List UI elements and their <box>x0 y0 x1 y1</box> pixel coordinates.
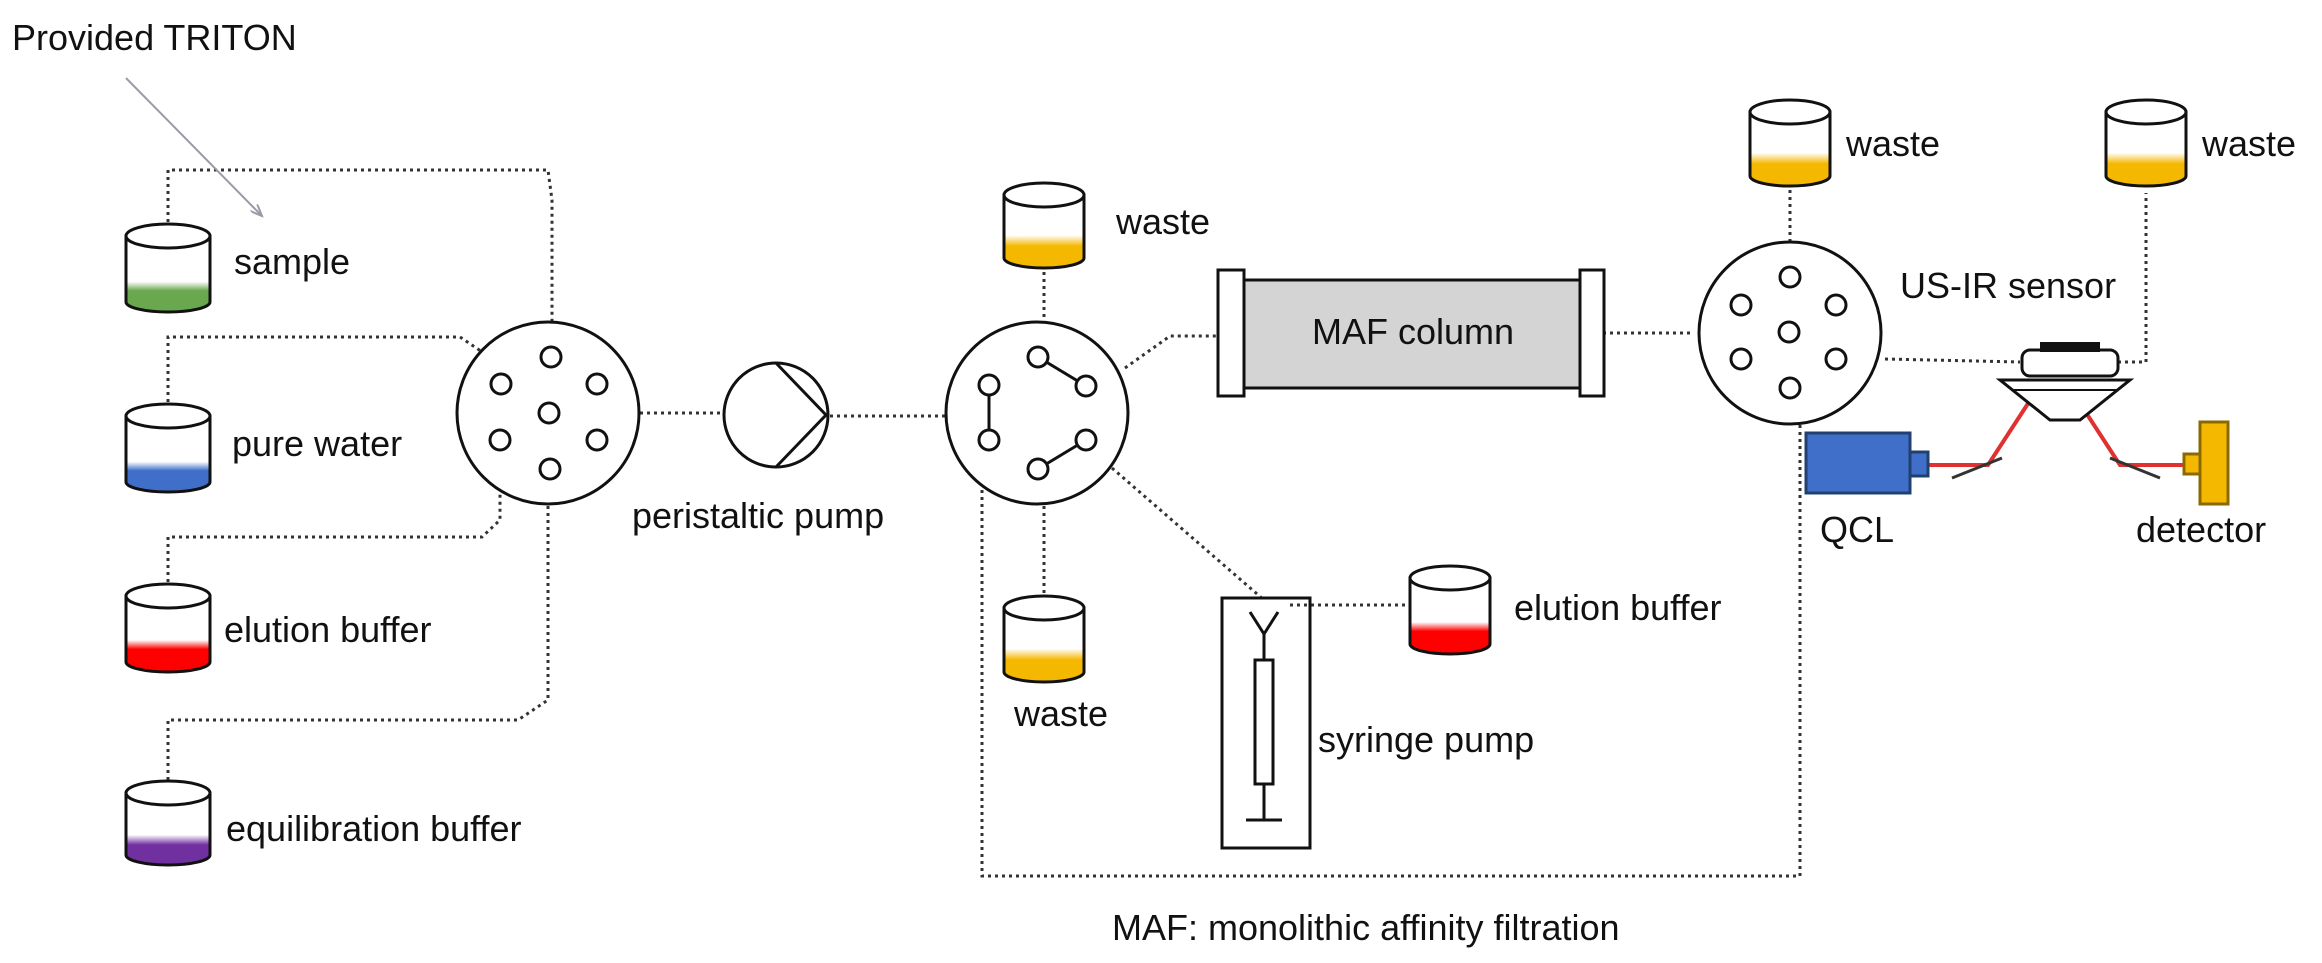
equilibration-buffer-container-icon <box>124 779 212 867</box>
footnote-label: MAF: monolithic affinity filtration <box>1112 907 1620 948</box>
waste-right-2: waste <box>2104 98 2296 188</box>
triton-label: Provided TRITON <box>12 17 297 58</box>
reservoir-elution-buffer-right: elution buffer <box>1408 564 1722 656</box>
sample-label: sample <box>234 241 350 282</box>
tube-valve2-to-column <box>1124 334 1218 370</box>
reservoir-sample: sample <box>124 222 350 314</box>
column-end-cap <box>1578 268 1606 398</box>
column-end-cap <box>1216 268 1246 398</box>
waste-container-icon <box>2104 98 2188 188</box>
tube-pure-water <box>166 335 498 402</box>
waste-right-1: waste <box>1748 98 1940 188</box>
qcl-label: QCL <box>1820 509 1894 550</box>
valve-port <box>1777 320 1801 344</box>
tubing <box>166 168 2148 878</box>
qcl-laser-icon <box>1804 431 1930 495</box>
sample-container-icon <box>124 222 212 314</box>
valve-port <box>977 428 1001 452</box>
waste-right-1-label: waste <box>1845 123 1940 164</box>
elution-buffer-container-icon <box>1408 564 1492 656</box>
selector-valve <box>455 320 641 506</box>
elution-buffer-container-icon <box>124 582 212 674</box>
valve-port <box>977 373 1001 397</box>
us-ir-sensor-label: US-IR sensor <box>1900 265 2116 306</box>
tube-valve2-to-syringe <box>1111 466 1265 602</box>
detector: detector <box>2136 420 2266 550</box>
reservoir-elution-buffer-left: elution buffer <box>124 582 432 674</box>
tube-sample <box>166 168 554 332</box>
us-ir-sensor <box>1995 342 2135 422</box>
detector-label: detector <box>2136 509 2266 550</box>
tube-return-loop <box>980 392 1802 878</box>
valve-port <box>489 372 513 396</box>
waste-top-mid-label: waste <box>1115 201 1210 242</box>
tube-sensor-to-waste <box>2118 193 2148 364</box>
tube-valve3-to-sensor <box>1884 357 2021 364</box>
waste-top-mid: waste <box>1002 181 1210 270</box>
tube-equilibration <box>166 484 550 780</box>
peristaltic-pump: peristaltic pump <box>632 361 884 536</box>
valve-port <box>1729 293 1753 317</box>
valve-port <box>539 345 563 369</box>
waste-bottom-mid: waste <box>1002 594 1108 734</box>
peristaltic-pump-label: peristaltic pump <box>632 495 884 536</box>
detector-icon <box>2182 420 2230 506</box>
pure-water-container-icon <box>124 402 212 494</box>
valve-port <box>585 372 609 396</box>
valve-port <box>488 428 512 452</box>
valve-port <box>585 428 609 452</box>
valve-port <box>538 457 562 481</box>
tube-elution-left <box>166 458 502 582</box>
valve-port <box>1778 376 1802 400</box>
reservoir-equilibration-buffer: equilibration buffer <box>124 779 522 867</box>
valve-port <box>1778 265 1802 289</box>
valve-port <box>1074 428 1098 452</box>
valve-port <box>1729 347 1753 371</box>
reservoir-pure-water: pure water <box>124 402 402 494</box>
valve-port <box>1824 347 1848 371</box>
syringe-icon <box>1220 596 1312 850</box>
elution-buffer-right-label: elution buffer <box>1514 587 1722 628</box>
waste-container-icon <box>1002 181 1086 270</box>
syringe-pump-label: syringe pump <box>1318 719 1534 760</box>
injection-valve <box>944 320 1130 506</box>
equilibration-buffer-label: equilibration buffer <box>226 808 522 849</box>
pump-icon <box>722 361 830 469</box>
maf-column: MAF column <box>1216 268 1606 398</box>
sensor-cell-icon <box>1995 342 2135 422</box>
valve-port <box>1026 345 1050 369</box>
valve-port <box>1824 293 1848 317</box>
maf-column-label: MAF column <box>1312 311 1514 352</box>
syringe-pump: syringe pump <box>1220 596 1534 850</box>
waste-right-2-label: waste <box>2201 123 2296 164</box>
qcl: QCL <box>1804 431 1930 550</box>
valve-port <box>1026 457 1050 481</box>
waste-container-icon <box>1002 594 1086 684</box>
switching-valve <box>1697 240 1883 426</box>
triton-arrow <box>125 77 262 216</box>
valve-port <box>537 401 561 425</box>
elution-buffer-left-label: elution buffer <box>224 609 432 650</box>
pure-water-label: pure water <box>232 423 402 464</box>
valve-port <box>1074 374 1098 398</box>
waste-container-icon <box>1748 98 1832 188</box>
waste-bottom-mid-label: waste <box>1013 693 1108 734</box>
